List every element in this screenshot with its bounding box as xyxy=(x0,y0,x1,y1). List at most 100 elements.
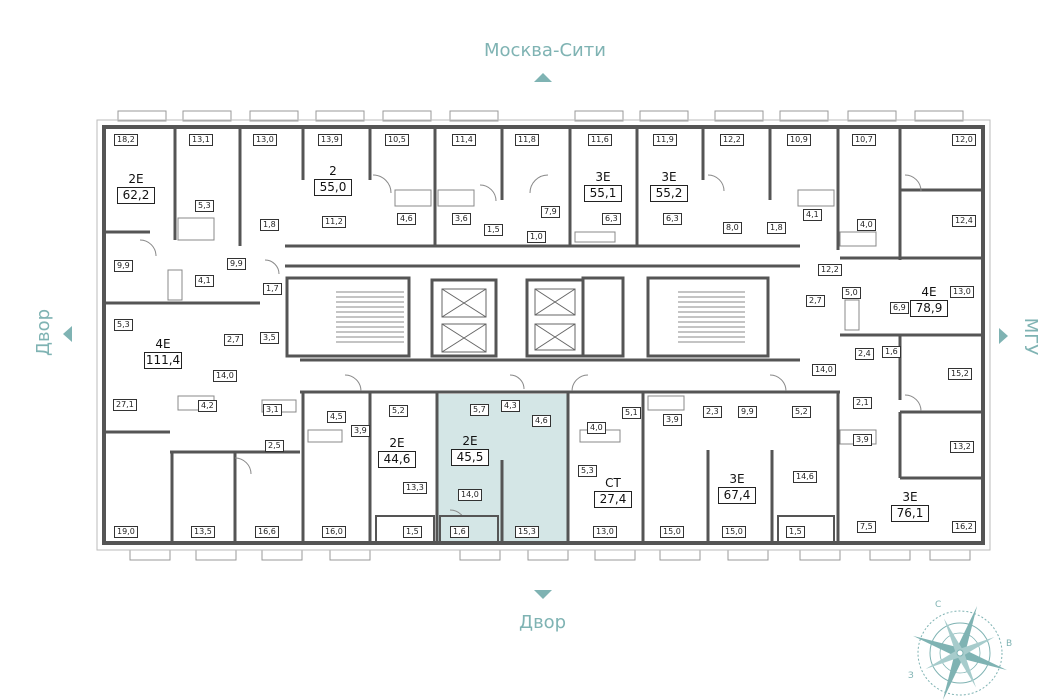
room-area: 12,2 xyxy=(818,264,842,276)
room-area: 4,0 xyxy=(857,219,876,231)
stairs xyxy=(336,291,745,343)
arrow-left-icon xyxy=(63,326,72,342)
room-area: 19,0 xyxy=(114,526,138,538)
room-area: 2,3 xyxy=(703,406,722,418)
building-core xyxy=(285,276,770,358)
room-area: 7,9 xyxy=(541,206,560,218)
room-area: 1,6 xyxy=(450,526,469,538)
room-area: 13,3 xyxy=(403,482,427,494)
room-area: 1,8 xyxy=(260,219,279,231)
room-area: 1,6 xyxy=(882,346,901,358)
room-area: 13,1 xyxy=(189,134,213,146)
room-area: 16,0 xyxy=(322,526,346,538)
room-area: 18,2 xyxy=(114,134,138,146)
room-area: 16,6 xyxy=(255,526,279,538)
room-area: 5,3 xyxy=(195,200,214,212)
room-area: 12,0 xyxy=(952,134,976,146)
room-area: 5,7 xyxy=(470,404,489,416)
room-area: 14,0 xyxy=(213,370,237,382)
room-area: 15,0 xyxy=(722,526,746,538)
room-area: 13,0 xyxy=(253,134,277,146)
room-area: 8,0 xyxy=(723,222,742,234)
room-area: 3,9 xyxy=(663,414,682,426)
room-area: 15,2 xyxy=(948,368,972,380)
interior-walls xyxy=(104,127,983,543)
direction-right-label: МГУ xyxy=(1020,317,1042,356)
room-area: 9,9 xyxy=(227,258,246,270)
direction-left-label: Двор xyxy=(33,308,55,357)
room-area: 1,5 xyxy=(786,526,805,538)
room-area: 13,0 xyxy=(593,526,617,538)
room-area: 5,2 xyxy=(792,406,811,418)
room-area: 9,9 xyxy=(738,406,757,418)
direction-top-label: Москва-Сити xyxy=(484,40,606,61)
arrow-right-icon xyxy=(999,328,1008,344)
room-area: 4,6 xyxy=(532,415,551,427)
room-area: 10,5 xyxy=(385,134,409,146)
room-area: 15,0 xyxy=(660,526,684,538)
room-area: 27,1 xyxy=(113,399,137,411)
room-area: 16,2 xyxy=(952,521,976,533)
room-area: 11,4 xyxy=(452,134,476,146)
room-area: 11,9 xyxy=(653,134,677,146)
room-area: 5,1 xyxy=(622,407,641,419)
room-area: 5,2 xyxy=(389,405,408,417)
room-area: 6,3 xyxy=(602,213,621,225)
room-area: 2,7 xyxy=(806,295,825,307)
room-area: 5,3 xyxy=(578,465,597,477)
room-area: 5,0 xyxy=(842,287,861,299)
room-area: 2,4 xyxy=(855,348,874,360)
room-area: 10,9 xyxy=(787,134,811,146)
room-area: 4,2 xyxy=(198,400,217,412)
compass-north-label: С xyxy=(935,600,941,610)
room-area: 4,0 xyxy=(587,422,606,434)
arrow-down-icon xyxy=(534,590,552,599)
window-frames-bottom xyxy=(129,549,971,561)
bathroom-fixtures xyxy=(167,189,877,445)
room-area: 14,6 xyxy=(793,471,817,483)
room-area: 6,3 xyxy=(663,213,682,225)
room-area: 1,5 xyxy=(403,526,422,538)
room-area: 4,3 xyxy=(501,400,520,412)
room-area: 2,5 xyxy=(265,440,284,452)
arrow-up-icon xyxy=(534,73,552,82)
room-area: 4,6 xyxy=(397,213,416,225)
room-area: 13,9 xyxy=(318,134,342,146)
direction-bottom-label: Двор xyxy=(519,612,567,633)
room-area: 6,9 xyxy=(890,302,909,314)
room-area: 12,2 xyxy=(720,134,744,146)
room-area: 3,9 xyxy=(853,434,872,446)
door-swings xyxy=(139,174,922,527)
room-area: 1,5 xyxy=(484,224,503,236)
room-area: 14,0 xyxy=(812,364,836,376)
room-area: 4,1 xyxy=(803,209,822,221)
room-area: 9,9 xyxy=(114,260,133,272)
room-area: 4,1 xyxy=(195,275,214,287)
window-frames-top xyxy=(117,110,964,122)
room-area: 13,5 xyxy=(191,526,215,538)
room-area: 11,2 xyxy=(322,216,346,228)
room-area: 13,2 xyxy=(950,441,974,453)
room-area: 3,9 xyxy=(351,425,370,437)
room-area: 5,3 xyxy=(114,319,133,331)
room-area: 11,6 xyxy=(588,134,612,146)
elevator-shafts xyxy=(441,288,576,353)
room-area: 2,1 xyxy=(853,397,872,409)
room-area: 2,7 xyxy=(224,334,243,346)
room-area: 12,4 xyxy=(952,215,976,227)
compass-west-label: З xyxy=(908,671,914,681)
room-area: 3,5 xyxy=(260,332,279,344)
compass-rose-icon: С В З xyxy=(908,600,1012,700)
room-area: 13,0 xyxy=(950,286,974,298)
